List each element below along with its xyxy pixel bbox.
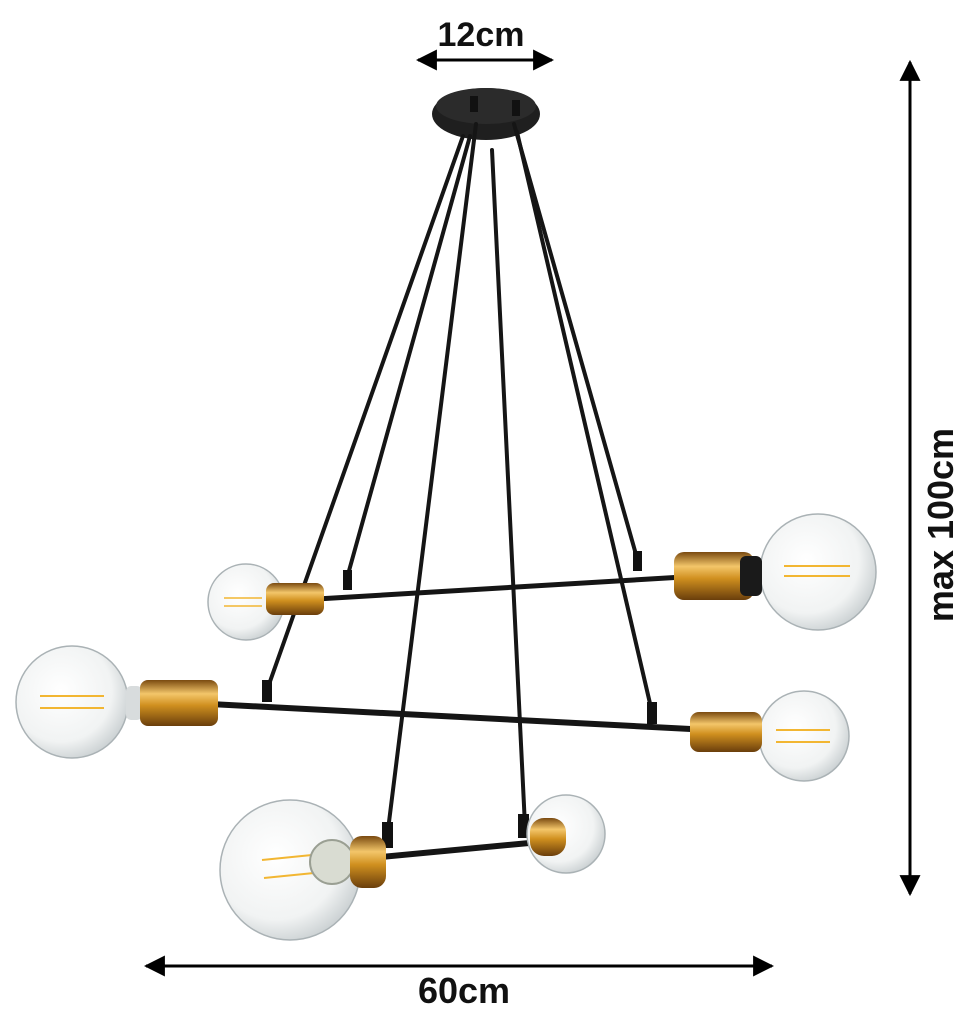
bulb-middle-left (15, 645, 218, 759)
bulb-lower-right (526, 794, 606, 874)
middle-arm (209, 680, 711, 733)
bulb-upper-left (207, 563, 324, 641)
total-width-label: 60cm (418, 970, 510, 1011)
canopy-width-dimension: 12cm (415, 16, 555, 71)
canopy-width-label: 12cm (438, 16, 525, 54)
height-dimension: max 100cm (899, 59, 961, 897)
bulb-lower-left (219, 799, 386, 941)
height-label: max 100cm (920, 428, 961, 622)
ceiling-canopy (432, 88, 540, 140)
total-width-dimension: 60cm (143, 955, 775, 1011)
bulb-upper-right (674, 513, 877, 631)
lower-arm (369, 814, 541, 861)
upper-arm (299, 551, 701, 603)
bulb-middle-right (690, 690, 850, 782)
